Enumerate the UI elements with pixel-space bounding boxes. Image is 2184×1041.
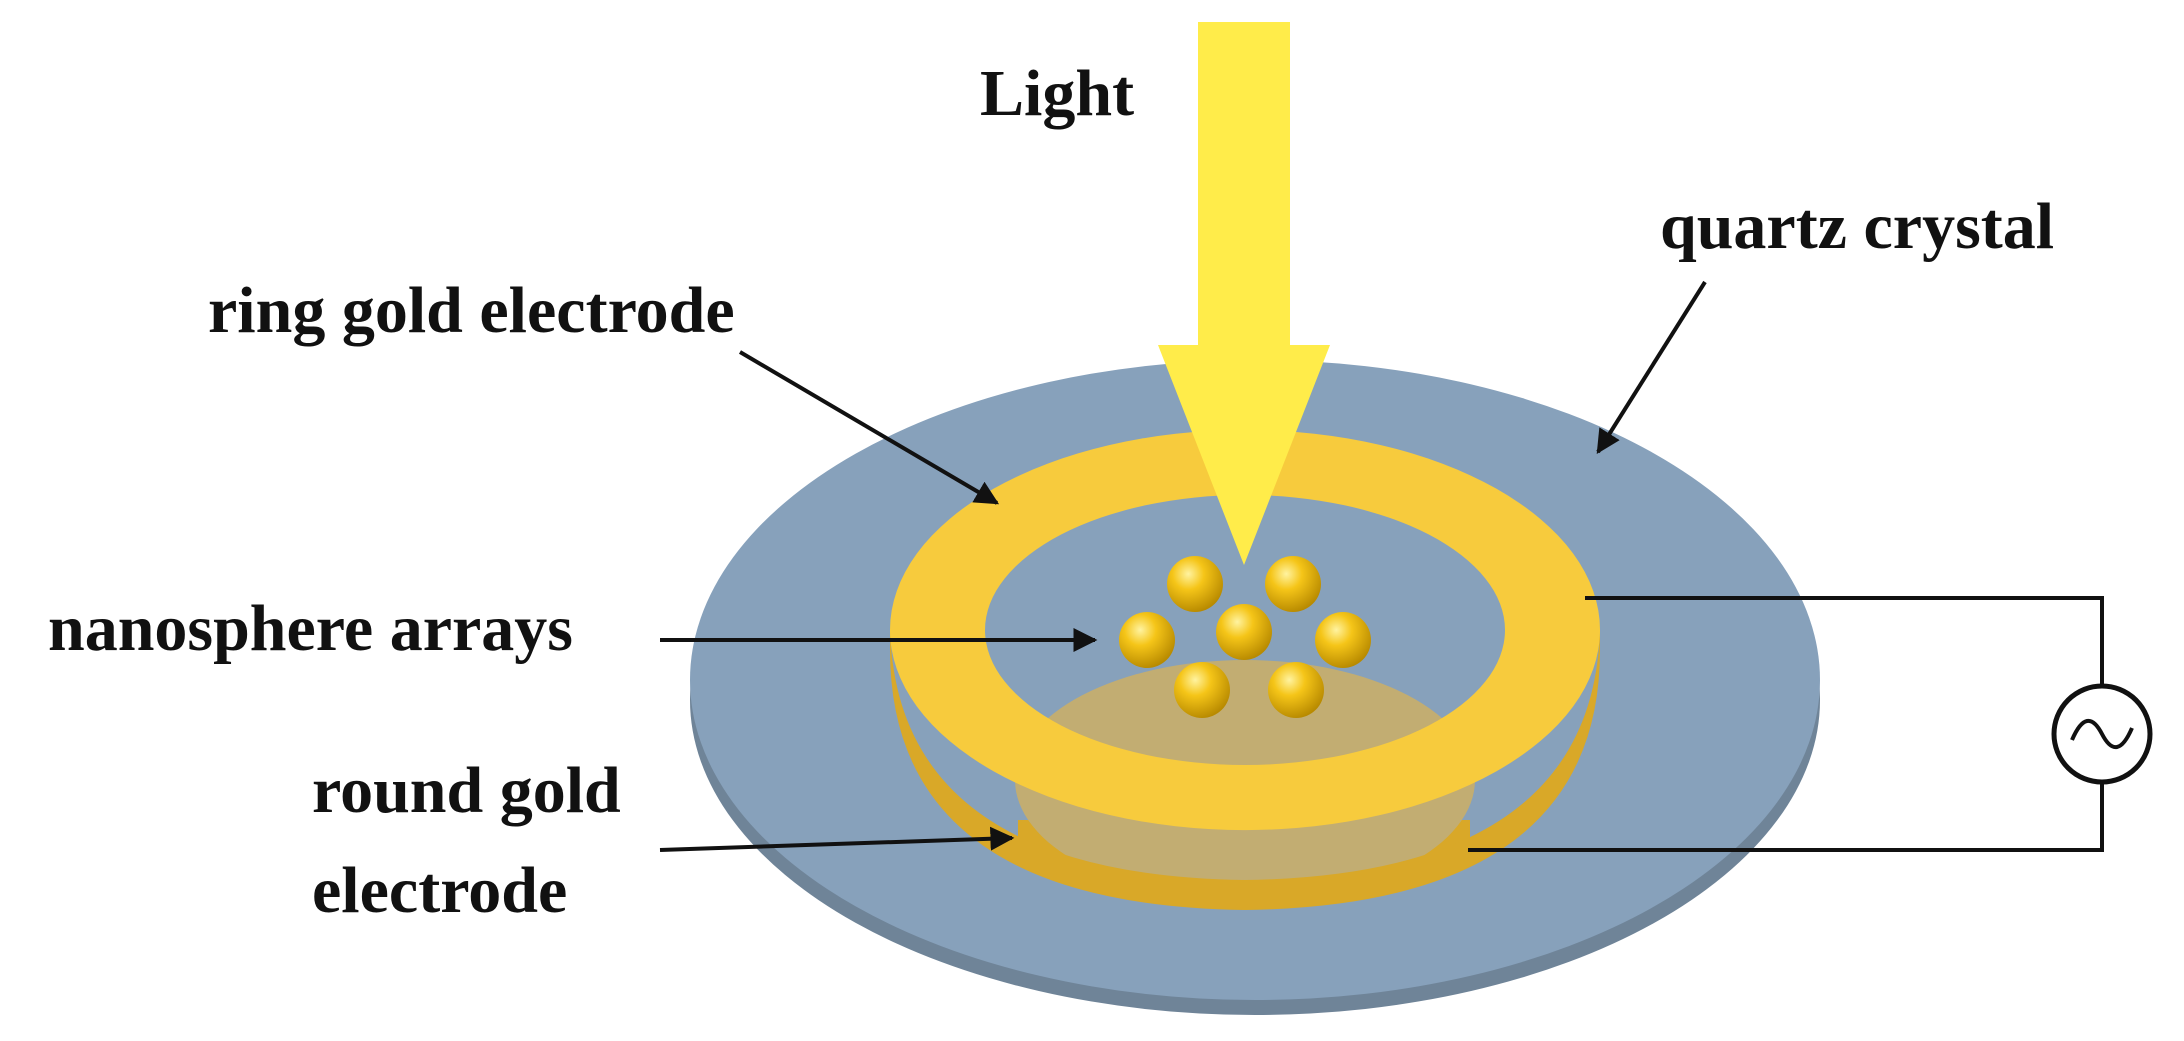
nanosphere — [1216, 604, 1272, 660]
round-gold-electrode-pointer — [659, 826, 1015, 852]
circuit — [1468, 596, 2153, 852]
nanosphere — [1119, 612, 1175, 668]
nanosphere — [1265, 556, 1321, 612]
light-arrow — [1158, 22, 1330, 565]
light-label: Light — [980, 57, 1134, 130]
nanosphere — [1268, 662, 1324, 718]
ring-gold-electrode — [889, 429, 1601, 910]
nanosphere — [1174, 662, 1230, 718]
nanosphere — [1315, 612, 1371, 668]
quartz-crystal-pointer — [1596, 280, 1707, 455]
circuit-wire-top — [1585, 596, 2104, 690]
round-gold-electrode-label-line1: round gold — [312, 754, 621, 827]
pointer-arrows — [659, 280, 1707, 852]
nanosphere-arrays — [1119, 556, 1371, 718]
ring-gold-electrode-pointer — [738, 350, 1000, 505]
ring-gold-electrode-label: ring gold electrode — [208, 274, 735, 347]
quartz-crystal-label: quartz crystal — [1660, 190, 2054, 263]
ac-source-icon — [2051, 683, 2153, 785]
nanosphere — [1167, 556, 1223, 612]
circuit-wire-bottom — [1468, 778, 2104, 852]
round-gold-electrode-label-line2: electrode — [312, 854, 567, 927]
nanosphere-arrays-label: nanosphere arrays — [48, 592, 573, 665]
ring-gold-electrode-top — [889, 429, 1601, 831]
